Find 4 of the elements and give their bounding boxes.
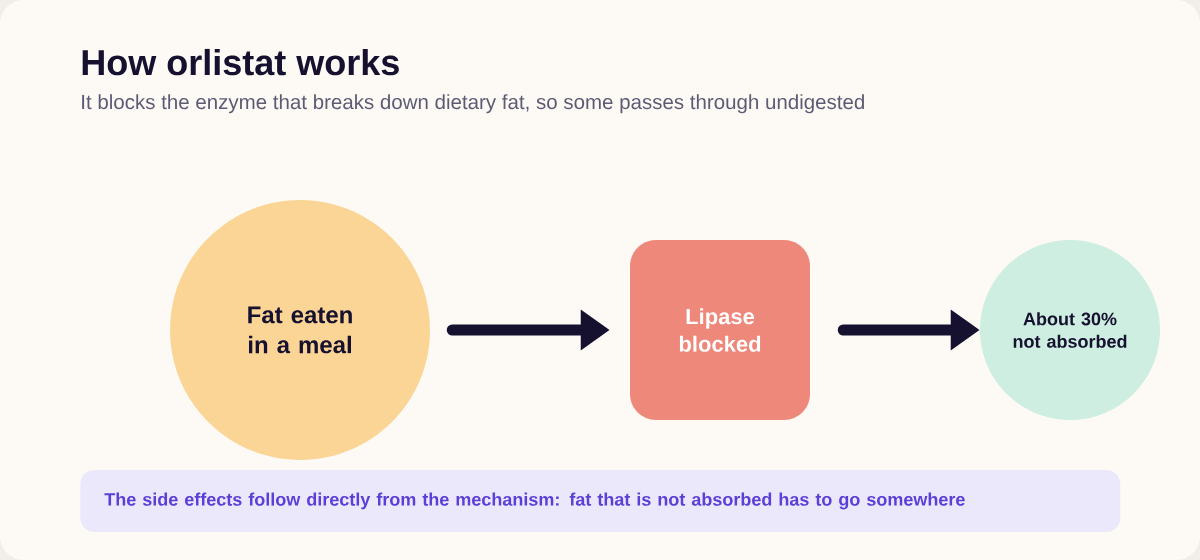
process-box: Lipase blocked xyxy=(630,240,810,420)
note-banner: The side effects follow directly from the mechanism: fat that is not absorbed has to go somewhere xyxy=(80,470,1121,532)
subtitle: It blocks the enzyme that breaks down dietary fat, so some passes through undigested xyxy=(82,94,864,114)
title: How orlistat works xyxy=(82,48,399,76)
